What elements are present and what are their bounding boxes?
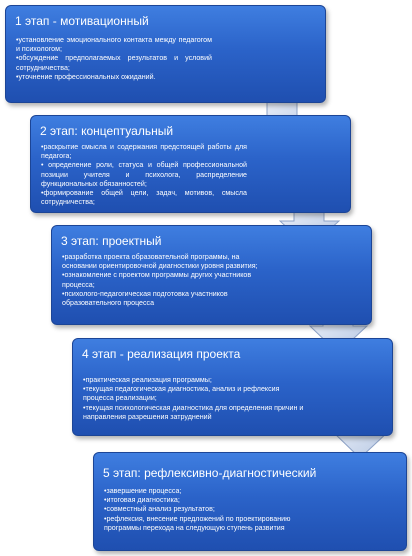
stage-bullet: •психолого-педагогическая подготовка уча… [62, 289, 228, 308]
stage-bullet-list: •разработка проекта образовательной прог… [62, 253, 270, 308]
stage-bullet: •текущая педагогическая диагностика, ана… [83, 385, 280, 403]
stage-title: 5 этап: рефлексивно-диагностический [103, 466, 317, 480]
stage-title: 4 этап - реализация проекта [82, 347, 241, 361]
stage-bullet: •формирование общей цели, задач, мотивов… [41, 189, 247, 207]
stage-bullet: •завершение процесса; [104, 487, 182, 495]
stage-bullet: •практическая реализация программы; [83, 376, 212, 384]
stage-bullet: •итоговая диагностика; [104, 496, 180, 505]
stage-bullet: • определение роли, статуса и общей проф… [41, 161, 247, 188]
stage-bullet-list: •установление эмоционального контакта ме… [16, 36, 212, 82]
stage-bullet: •раскрытие смысла и содержания предстоящ… [41, 143, 247, 161]
stage-bullet: •обсуждение предполагаемых результатов и… [16, 54, 212, 72]
stage-3-box: 3 этап: проектный •разработка проекта об… [51, 225, 372, 325]
stage-bullet: •ознакомление с проектом программы други… [62, 271, 252, 289]
stage-1-box: 1 этап - мотивационный •установление эмо… [5, 5, 326, 103]
stage-bullet: •установление эмоционального контакта ме… [16, 36, 212, 54]
stage-bullet: •текущая психологическая диагностика для… [83, 403, 304, 421]
stage-4-box: 4 этап - реализация проекта •практическа… [72, 338, 393, 436]
stage-bullet: •разработка проекта образовательной прог… [62, 253, 258, 271]
stage-bullet-list: •практическая реализация программы; •тек… [83, 376, 309, 422]
stage-title: 3 этап: проектный [61, 234, 162, 248]
stage-bullet-list: •раскрытие смысла и содержания предстоящ… [41, 143, 247, 207]
stage-title: 1 этап - мотивационный [15, 14, 149, 28]
stage-2-box: 2 этап: концептуальный •раскрытие смысла… [30, 115, 351, 213]
stage-bullet-list: •завершение процесса; •итоговая диагност… [104, 487, 324, 533]
stage-bullet: •рефлексия, внесение предложений по прое… [104, 514, 291, 532]
stage-bullet: •уточнение профессиональных ожиданий. [16, 72, 156, 81]
stage-bullet: •совместный анализ результатов; [104, 505, 215, 514]
stage-5-box: 5 этап: рефлексивно-диагностический •зав… [93, 452, 407, 551]
stage-title: 2 этап: концептуальный [40, 124, 174, 138]
